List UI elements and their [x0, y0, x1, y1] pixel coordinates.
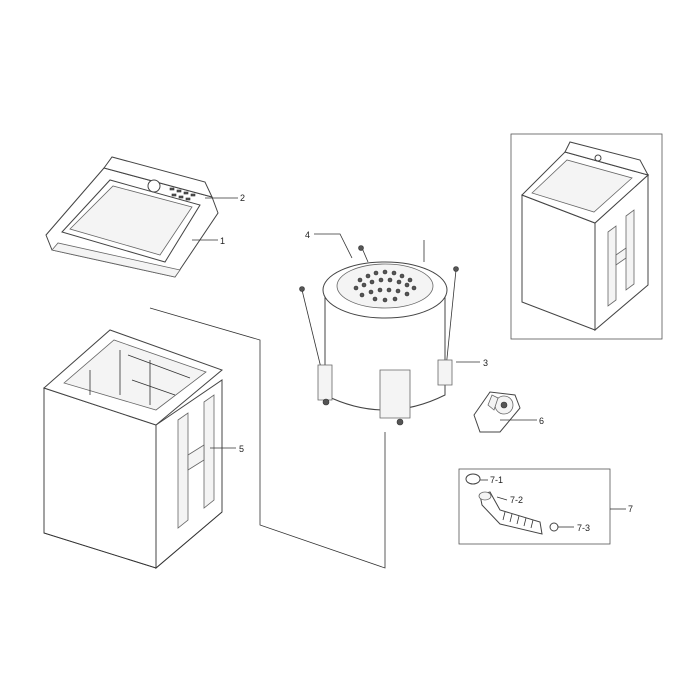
- top-lid-assembly: [45, 156, 219, 278]
- callout-4: 4: [305, 230, 310, 240]
- callout-5: 5: [239, 444, 244, 454]
- cabinet: [43, 329, 223, 570]
- callout-labels: 2 1 4 3 5 6 7 7-1 7-2 7-3: [220, 193, 633, 533]
- control-buttons: [169, 187, 196, 201]
- assembled-washer-inset: [510, 133, 663, 340]
- callout-2: 2: [240, 193, 245, 203]
- callout-1: 1: [220, 236, 225, 246]
- hose-kit-group: [458, 468, 611, 545]
- hose-clamp-small: [465, 473, 481, 485]
- drain-hose: [479, 491, 543, 535]
- perforation-pattern: [353, 269, 417, 303]
- callout-6: 6: [539, 416, 544, 426]
- leader-lines: [192, 197, 626, 528]
- assembly-guide-lines: [149, 307, 386, 569]
- callout-7-2: 7-2: [510, 495, 523, 505]
- callout-7-3: 7-3: [577, 523, 590, 533]
- callout-3: 3: [483, 358, 488, 368]
- callout-7: 7: [628, 504, 633, 514]
- hose-clamp-end: [549, 522, 559, 532]
- drain-pump: [473, 391, 521, 433]
- tub-assembly: [299, 240, 459, 426]
- dial-knob-icon: [147, 179, 161, 193]
- callout-7-1: 7-1: [490, 475, 503, 485]
